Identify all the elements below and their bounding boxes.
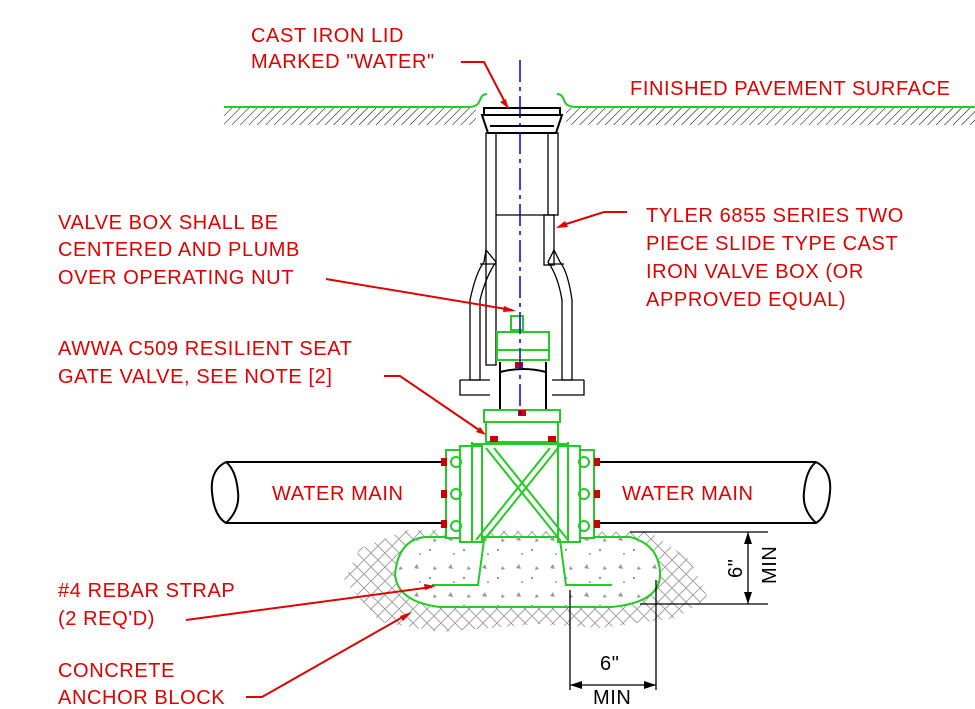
vertical-dimension-min: MIN bbox=[759, 546, 781, 584]
valve-box-label-line1: TYLER 6855 SERIES TWO bbox=[646, 205, 904, 227]
water-main-left-pipe bbox=[210, 461, 448, 525]
centering-label-line1: VALVE BOX SHALL BE bbox=[58, 212, 279, 234]
leader-lines bbox=[185, 61, 627, 698]
lid-label-line1: CAST IRON LID bbox=[251, 25, 404, 47]
pavement-line-right bbox=[556, 93, 975, 108]
pavement-label: FINISHED PAVEMENT SURFACE bbox=[630, 78, 951, 100]
gate-valve-label-line2: GATE VALVE, SEE NOTE [2] bbox=[58, 366, 332, 388]
valve-box-label-line2: PIECE SLIDE TYPE CAST bbox=[646, 233, 898, 255]
water-main-left-label: WATER MAIN bbox=[272, 483, 404, 505]
vertical-dimension-value: 6" bbox=[725, 559, 747, 578]
horizontal-dimension-value: 6" bbox=[600, 653, 619, 675]
water-main-right-pipe bbox=[594, 461, 832, 525]
gate-valve bbox=[432, 315, 612, 586]
cast-iron-lid bbox=[480, 107, 564, 134]
valve-box-label-line3: IRON VALVE BOX (OR bbox=[646, 261, 864, 283]
rebar-label-line1: #4 REBAR STRAP bbox=[58, 580, 235, 602]
centering-label-line2: CENTERED AND PLUMB bbox=[58, 239, 300, 261]
concrete-anchor-block bbox=[393, 536, 662, 608]
horizontal-dimension bbox=[569, 580, 657, 690]
rebar-label-line2: (2 REQ'D) bbox=[58, 608, 155, 630]
pavement-hatch-left bbox=[224, 108, 476, 125]
vertical-dimension bbox=[630, 531, 768, 605]
pavement-surface bbox=[224, 93, 975, 125]
horizontal-dimension-min: MIN bbox=[593, 687, 631, 709]
anchor-label-line2: ANCHOR BLOCK bbox=[58, 687, 225, 709]
pavement-line-left bbox=[224, 93, 488, 108]
gate-valve-label-line1: AWWA C509 RESILIENT SEAT bbox=[58, 338, 352, 360]
flange-bolts bbox=[441, 362, 600, 528]
centering-label-line3: OVER OPERATING NUT bbox=[58, 267, 294, 289]
water-main-right-label: WATER MAIN bbox=[622, 483, 754, 505]
pavement-hatch-right bbox=[566, 108, 975, 125]
lid-label-line2: MARKED "WATER" bbox=[251, 51, 435, 73]
anchor-label-line1: CONCRETE bbox=[58, 660, 175, 682]
flange-bolt-circles bbox=[450, 456, 590, 532]
valve-box-label-line4: APPROVED EQUAL) bbox=[646, 289, 846, 311]
